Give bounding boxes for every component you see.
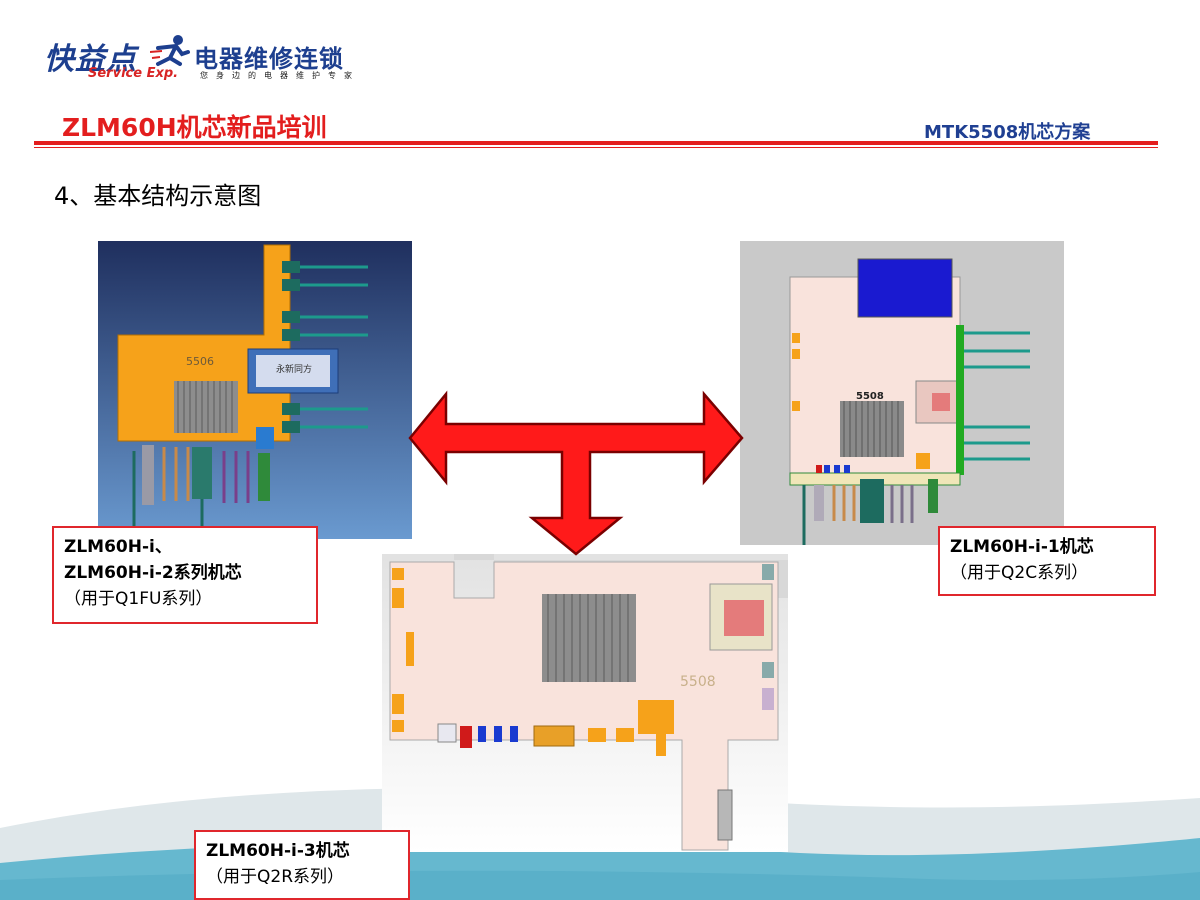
page-title: ZLM60H机芯新品培训 (62, 113, 327, 142)
caption-left-line2: ZLM60H-i-2系列机芯 (64, 563, 242, 583)
left-card-label: 永新同方 (276, 363, 312, 375)
page-subtitle: MTK5508机芯方案 (924, 122, 1091, 143)
running-man-icon (150, 35, 190, 66)
logo-tagline: 您身边的电器维护专家 (200, 71, 360, 80)
connection-arrows (408, 390, 744, 556)
caption-bottom-line2: （用于Q2R系列） (206, 867, 345, 887)
header-divider-thin (34, 147, 1158, 148)
caption-left: ZLM60H-i、 ZLM60H-i-2系列机芯 （用于Q1FU系列） (52, 526, 318, 624)
board-image-left: 5506 永新同方 (98, 241, 412, 539)
caption-right-line1: ZLM60H-i-1机芯 (950, 537, 1094, 557)
caption-bottom-line1: ZLM60H-i-3机芯 (206, 841, 350, 861)
board-image-right: 5508 (740, 241, 1064, 545)
caption-right-line2: （用于Q2C系列） (950, 563, 1089, 583)
section-heading: 4、基本结构示意图 (54, 182, 262, 210)
caption-right: ZLM60H-i-1机芯 （用于Q2C系列） (938, 526, 1156, 596)
header-divider-thick (34, 141, 1158, 145)
bottom-chip-label: 5508 (680, 674, 716, 690)
logo-sub-text: Service Exp. (88, 66, 179, 81)
caption-bottom: ZLM60H-i-3机芯 （用于Q2R系列） (194, 830, 410, 900)
company-logo: 快益点 Service Exp. 电器维修连锁 您身边的电器维护专家 (44, 34, 404, 90)
left-chip-label: 5506 (186, 355, 214, 368)
logo-main-text: 快益点 (44, 42, 137, 77)
caption-left-line3: （用于Q1FU系列） (64, 589, 213, 609)
caption-left-line1: ZLM60H-i、 (64, 537, 172, 557)
right-chip-label: 5508 (856, 391, 884, 402)
board-image-bottom: 5508 (382, 554, 788, 852)
logo-brand-text: 电器维修连锁 (194, 45, 344, 73)
